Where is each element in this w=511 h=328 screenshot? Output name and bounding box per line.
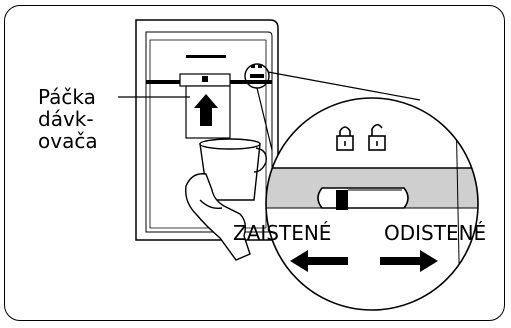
hand — [185, 147, 267, 261]
arrow-left-icon — [290, 250, 348, 272]
brand-strip — [146, 55, 272, 87]
locked-label: ZAISTENÉ — [233, 221, 332, 245]
arrow-up-icon — [194, 94, 218, 126]
zoom-lines — [256, 71, 421, 151]
padlock-open-icon — [368, 123, 386, 151]
lever-label-line3: ovača — [38, 129, 98, 153]
lever-label-line2: dávk- — [38, 107, 94, 131]
arrow-right-icon — [380, 250, 438, 272]
lock-slider — [317, 187, 409, 210]
lock-indicator-small — [244, 63, 270, 89]
unlocked-label: ODISTENÉ — [384, 221, 487, 245]
lever-label: Páčka dávk- ovača — [38, 86, 98, 152]
figure-frame — [4, 5, 505, 321]
lever-label-line1: Páčka — [38, 85, 96, 109]
dispenser-lever — [185, 85, 231, 139]
padlock-closed-icon — [336, 126, 354, 151]
cup — [199, 138, 261, 201]
magnified-lock-view — [265, 97, 479, 311]
